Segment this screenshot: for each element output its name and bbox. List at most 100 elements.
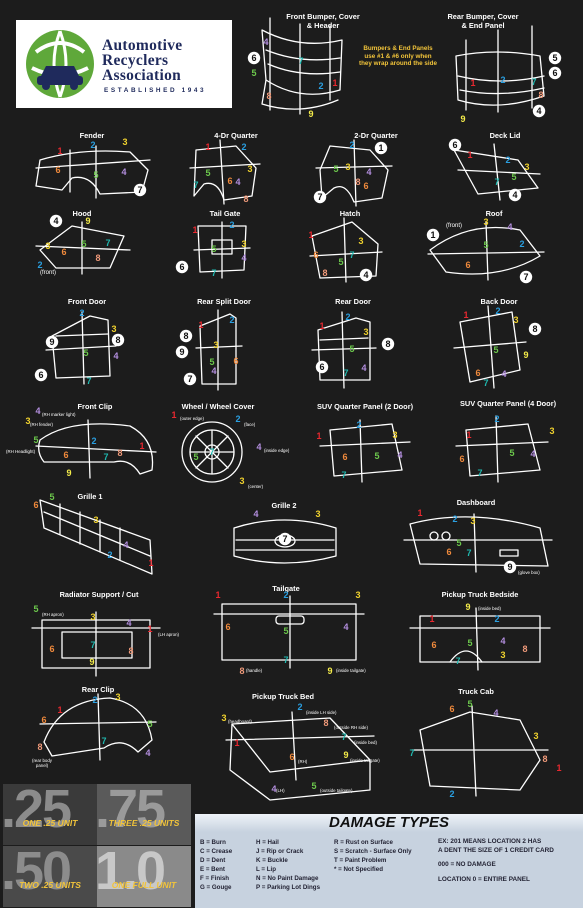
location-number-text: 3 — [111, 324, 116, 334]
location-number-1: 1 — [198, 320, 203, 330]
caption-dashboard: Dashboard — [456, 498, 496, 507]
location-number-text: 8 — [117, 448, 122, 458]
location-number-text: 5 — [193, 452, 198, 462]
location-number-text: 7 — [455, 656, 460, 666]
caption-pickup-bed: Pickup Truck Bed — [251, 692, 315, 701]
sublabel-lh: (LH) — [276, 788, 285, 793]
location-number-text: 2 — [283, 590, 288, 600]
caption-rear-bumper: Rear Bumper, Cover & End Panel — [428, 12, 538, 30]
location-number-1: 1 — [463, 310, 468, 320]
location-number-2: 2 — [107, 550, 112, 560]
location-number-text: 3 — [221, 713, 226, 723]
location-number-1: 1 — [426, 228, 440, 242]
location-number-1: 1 — [192, 225, 197, 235]
location-number-7: 7 — [483, 378, 488, 388]
location-number-4: 4 — [241, 253, 246, 263]
location-number-7: 7 — [101, 736, 106, 746]
damage-type-item: B = Burn — [200, 839, 226, 846]
hatch-drawing — [309, 217, 383, 283]
unit-q50-value: .50 — [3, 846, 72, 901]
two-dr-quarter-drawing — [315, 139, 393, 207]
location-number-text: 6 — [233, 356, 238, 366]
location-number-text: 1 — [147, 624, 152, 634]
location-number-text: 1 — [215, 590, 220, 600]
location-number-1: 1 — [234, 738, 239, 748]
location-number-text: 7 — [494, 177, 499, 187]
location-number-1: 1 — [205, 142, 210, 152]
four-dr-quarter-drawing — [189, 139, 261, 205]
location-number-text: 7 — [409, 748, 414, 758]
location-number-text: 8 — [95, 253, 100, 263]
location-number-text: 3 — [241, 239, 246, 249]
location-number-text: 1 — [429, 614, 434, 624]
location-number-text: 3 — [239, 476, 244, 486]
location-number-text: 4 — [500, 636, 505, 646]
location-number-8: 8 — [322, 268, 327, 278]
location-number-1: 1 — [308, 230, 313, 240]
location-number-3: 3 — [239, 476, 244, 486]
location-number-8: 8 — [117, 448, 122, 458]
damage-col-1: B = Burn C = Crease D = Dent E = Bent F … — [200, 838, 232, 892]
unit-q25-value: .25 — [3, 784, 72, 839]
location-number-text: 6 — [225, 622, 230, 632]
location-number-5: 5 — [283, 626, 288, 636]
location-number-text: 9 — [343, 750, 348, 760]
sublabel-inside-bed-2: (inside bed) — [354, 740, 377, 745]
unit-q75: .75 THREE .25 UNITS — [97, 784, 191, 845]
location-number-7: 7 — [183, 372, 197, 386]
location-number-text: 2 — [318, 81, 323, 91]
rear-bumper-drawing — [455, 25, 545, 113]
location-number-text: 5 — [251, 68, 256, 78]
location-number-text: 1 — [316, 431, 321, 441]
location-number-text: 3 — [470, 516, 475, 526]
location-number-1: 1 — [470, 78, 475, 88]
location-number-1: 1 — [316, 431, 321, 441]
location-number-8: 8 — [323, 718, 328, 728]
location-number-text: 5 — [33, 435, 38, 445]
location-number-5: 5 — [483, 240, 488, 250]
location-number-1: 1 — [332, 78, 337, 88]
location-number-3: 3 — [45, 241, 50, 251]
location-number-text: 8 — [542, 754, 547, 764]
caption-wheel-cover: Wheel / Wheel Cover — [181, 402, 255, 411]
location-number-text: 2 — [92, 695, 97, 705]
location-number-7: 7 — [90, 640, 95, 650]
hood-drawing — [35, 221, 131, 275]
location-number-5: 5 — [49, 492, 54, 502]
location-number-text: 5 — [349, 344, 354, 354]
location-number-text: 2 — [449, 789, 454, 799]
location-number-9: 9 — [308, 109, 313, 119]
location-number-text: 4 — [363, 270, 368, 280]
location-number-circle — [313, 190, 327, 204]
rear-split-door-drawing — [195, 309, 243, 391]
location-number-circle — [45, 335, 59, 349]
location-number-text: 8 — [266, 91, 271, 101]
logo-line-2: Recyclers — [102, 52, 169, 69]
location-number-text: 2 — [297, 702, 302, 712]
location-number-6: 6 — [459, 454, 464, 464]
tailgate-drawing — [213, 595, 365, 669]
location-number-5: 5 — [456, 538, 461, 548]
location-number-text: 7 — [90, 640, 95, 650]
location-number-3: 3 — [221, 713, 226, 723]
location-number-text: 5 — [205, 168, 210, 178]
location-number-4: 4 — [49, 214, 63, 228]
location-number-text: 1 — [556, 763, 561, 773]
location-number-6: 6 — [289, 752, 294, 762]
sublabel-front-hood: (front) — [40, 270, 57, 276]
logo-established: ESTABLISHED 1943 — [104, 87, 207, 94]
damage-col-3: R = Rust on Surface S = Scratch - Surfac… — [334, 838, 412, 874]
location-number-7: 7 — [298, 56, 303, 66]
damage-type-item: P = Parking Lot Dings — [256, 884, 321, 891]
location-number-text: 1 — [148, 558, 153, 568]
location-number-3: 3 — [470, 516, 475, 526]
location-number-2: 2 — [349, 140, 354, 150]
location-number-1: 1 — [374, 141, 388, 155]
caption-grille-1: Grille 1 — [77, 492, 103, 501]
caption-tail-gate: Tail Gate — [209, 209, 241, 218]
location-number-circle — [519, 270, 533, 284]
location-number-5: 5 — [83, 348, 88, 358]
location-number-7: 7 — [531, 77, 536, 87]
damage-type-item: R = Rust on Surface — [334, 839, 393, 846]
location-number-6: 6 — [475, 368, 480, 378]
